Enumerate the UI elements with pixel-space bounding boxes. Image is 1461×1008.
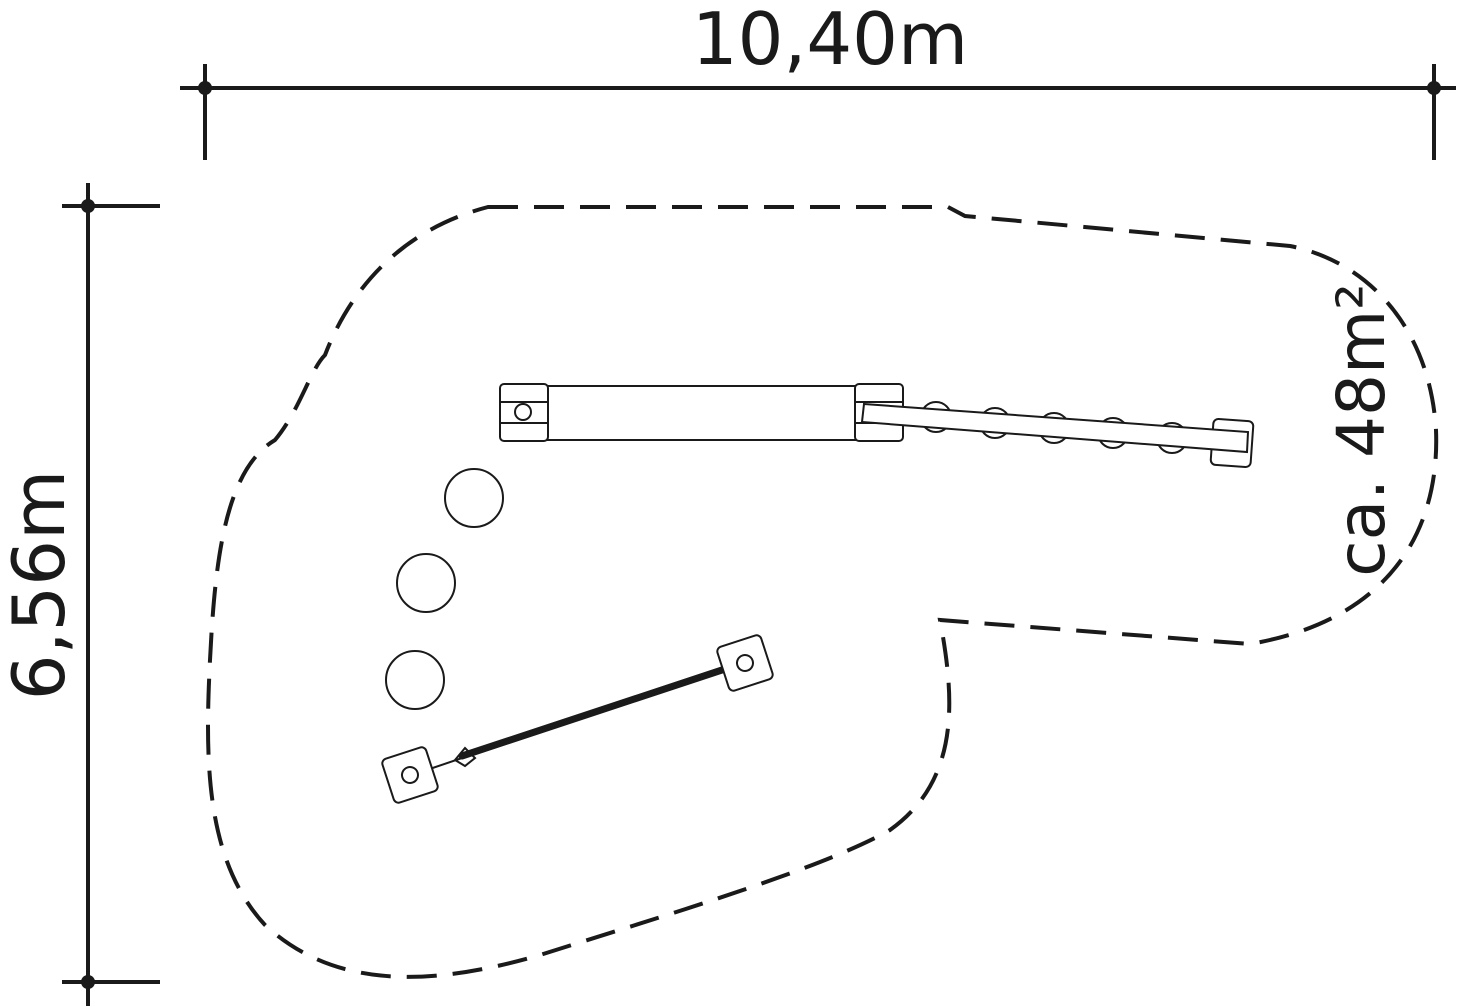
stepping-stumps: [385, 468, 504, 710]
rope-left-anchor: [381, 746, 439, 804]
area-label: ca. 48m²: [1323, 283, 1400, 576]
width-dimension-right-dot: [1427, 81, 1441, 95]
height-dimension-label: 6,56m: [0, 470, 81, 700]
beam-body: [544, 385, 858, 441]
rope-traverse: [381, 634, 774, 804]
rope-right-anchor: [716, 634, 774, 692]
rope-knot: [453, 746, 477, 768]
stepping-stump-3: [385, 650, 445, 710]
rope-line: [458, 666, 726, 760]
width-dimension: 10,40m: [180, 0, 1456, 160]
plank-board: [860, 402, 1250, 454]
balance-beam: [499, 383, 904, 442]
stepping-plank: [860, 401, 1255, 469]
height-dimension-top-dot: [81, 199, 95, 213]
stepping-stump-2: [396, 553, 456, 613]
height-dimension-bottom-dot: [81, 975, 95, 989]
rope-left-anchor-bolt: [401, 766, 419, 784]
height-dimension: 6,56m: [0, 183, 160, 1006]
rope-right-anchor-bolt: [736, 654, 754, 672]
stepping-stump-1: [444, 468, 504, 528]
width-dimension-label: 10,40m: [692, 0, 968, 81]
safety-area-boundary: [206, 205, 1439, 979]
beam-left-post-bolt: [514, 403, 532, 421]
width-dimension-left-dot: [198, 81, 212, 95]
